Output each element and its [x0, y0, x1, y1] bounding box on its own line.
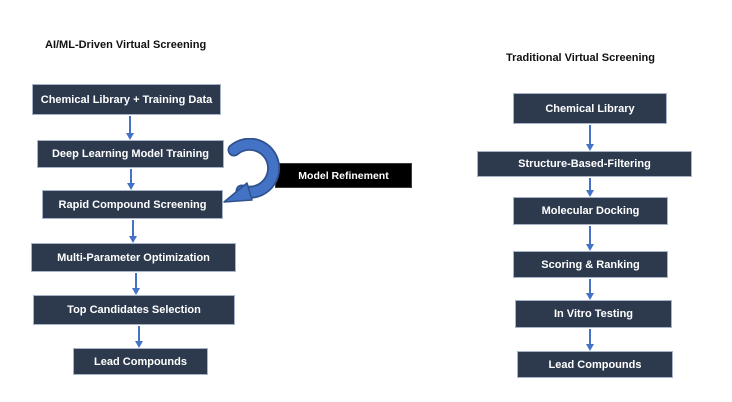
left-step-multi-parameter-optimization: Multi-Parameter Optimization: [31, 243, 236, 272]
down-arrow-icon: [586, 279, 594, 300]
right-step-molecular-docking: Molecular Docking: [513, 197, 668, 225]
down-arrow-icon: [586, 329, 594, 351]
down-arrow-icon: [586, 226, 594, 251]
right-step-in-vitro-testing: In Vitro Testing: [515, 300, 672, 328]
down-arrow-icon: [132, 273, 140, 295]
right-flow-title: Traditional Virtual Screening: [506, 52, 655, 64]
left-step-lead-compounds: Lead Compounds: [73, 348, 208, 375]
right-step-structure-based-filtering: Structure-Based-Filtering: [477, 151, 692, 177]
down-arrow-icon: [135, 326, 143, 348]
down-arrow-icon: [129, 220, 137, 243]
left-step-chemical-library-training-data: Chemical Library + Training Data: [32, 84, 221, 115]
refinement-loop-arrow-icon: [223, 138, 281, 203]
left-step-deep-learning-model-training: Deep Learning Model Training: [37, 140, 224, 168]
right-step-scoring-ranking: Scoring & Ranking: [513, 251, 668, 278]
left-flow-title: AI/ML-Driven Virtual Screening: [45, 39, 207, 51]
left-step-rapid-compound-screening: Rapid Compound Screening: [42, 190, 223, 219]
down-arrow-icon: [127, 169, 135, 190]
down-arrow-icon: [586, 178, 594, 197]
loop-arrowhead: [223, 182, 253, 203]
down-arrow-icon: [586, 125, 594, 151]
loop-arrow-body: [229, 139, 279, 197]
model-refinement-box: Model Refinement: [275, 163, 412, 188]
down-arrow-icon: [126, 116, 134, 140]
right-step-lead-compounds: Lead Compounds: [517, 351, 673, 378]
right-step-chemical-library: Chemical Library: [513, 93, 667, 124]
left-step-top-candidates-selection: Top Candidates Selection: [33, 295, 235, 325]
